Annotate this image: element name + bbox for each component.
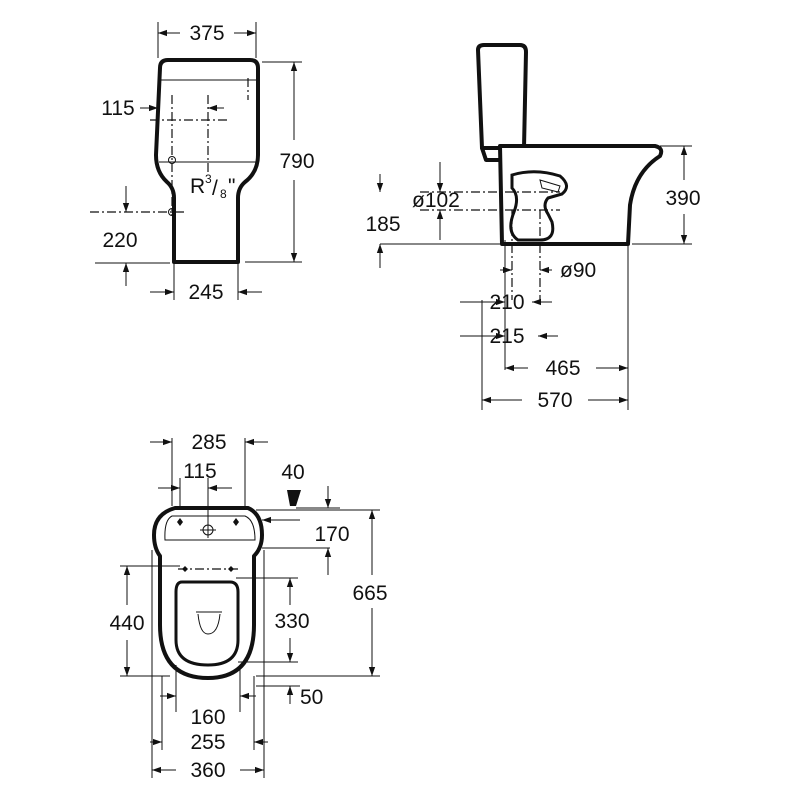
plan-bowl-outline [152,506,264,680]
front-height-label: 790 [279,150,314,173]
plan-seat-outline [174,580,240,667]
plan-tank-offset-label: 40 [281,461,304,484]
plan-total-width-label: 360 [190,759,225,782]
front-toilet-outline [154,58,260,264]
plan-hole-spacing-label: 115 [183,460,216,483]
plan-seat-length-label: 440 [109,612,144,635]
plan-rear-gap-label: 50 [300,686,323,709]
side-pan-outline [498,144,664,246]
svg-text:3: 3 [205,172,212,186]
plan-total-length-label: 665 [352,582,387,605]
side-waste-offset-max-label: 215 [489,325,524,348]
plan-seat-width-label: 285 [191,431,226,454]
side-total-depth-label: 570 [537,389,572,412]
plan-tank-depth-label: 170 [314,523,349,546]
front-base-width-label: 245 [188,281,223,304]
plan-view: 285 115 40 170 665 440 330 [109,431,387,782]
plan-bowl-length-label: 330 [274,610,309,633]
thread-size-label: R 3 / 8 " [190,172,235,201]
front-inlet-height-label: 220 [102,229,137,252]
plan-base-width-label: 255 [190,731,225,754]
side-pan-depth-label: 465 [545,357,580,380]
svg-text:R: R [190,175,205,198]
side-cistern-outline [476,43,528,150]
svg-text:": " [228,175,235,198]
side-view: ø102 185 390 ø90 210 215 465 [365,43,701,412]
side-outlet-diameter-label: ø102 [412,189,460,212]
svg-text:8: 8 [220,187,227,201]
front-width-label: 375 [189,22,224,45]
side-outlet-height-label: 185 [365,213,400,236]
plan-base-inner-label: 160 [190,706,225,729]
svg-text:/: / [212,177,218,200]
side-pan-height-label: 390 [665,187,700,210]
side-waste-diameter-label: ø90 [560,259,596,282]
front-inlet-offset-label: 115 [101,97,134,120]
front-view: 375 115 790 R 3 / 8 " 220 245 [90,22,315,304]
side-waste-offset-min-label: 210 [489,291,524,314]
